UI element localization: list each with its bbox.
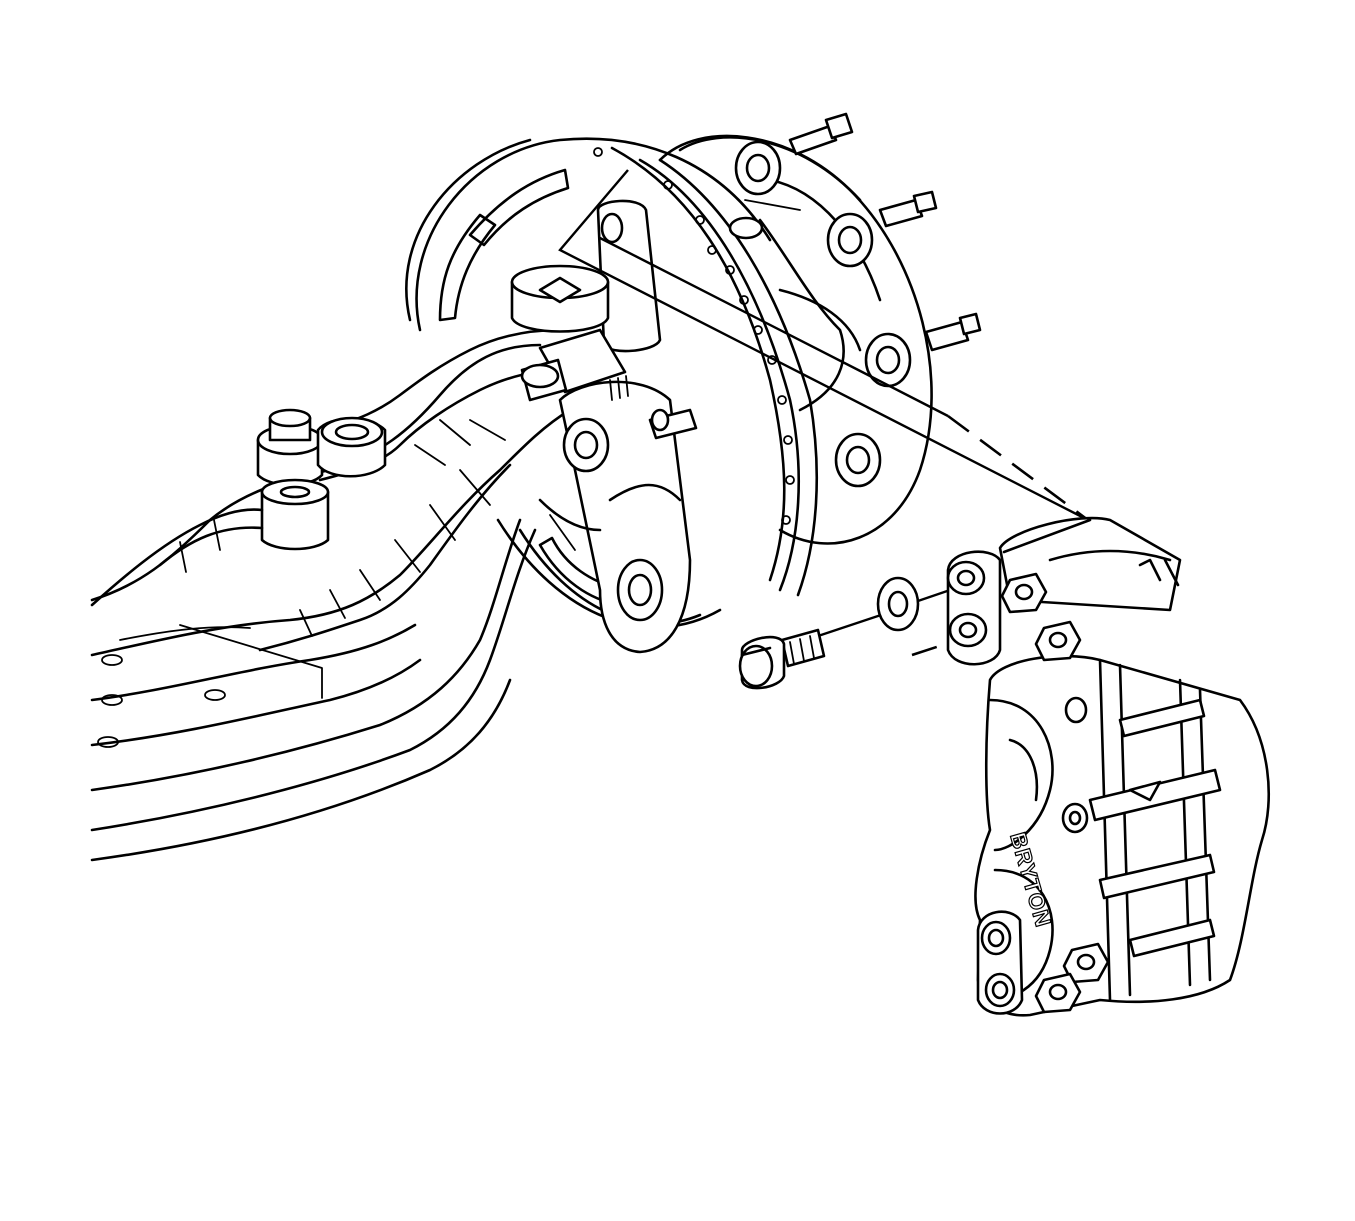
alignment-leader-lines [558, 169, 1089, 657]
front-axle-beam [90, 343, 572, 862]
caliper-bridge-bolts [1000, 572, 1110, 1014]
wheel-studs [788, 112, 982, 352]
washer [876, 576, 920, 632]
hub-stud-pads [728, 140, 912, 488]
tie-rod-end [90, 328, 567, 607]
steering-knuckle [510, 199, 698, 654]
brake-caliper: BRYTON [946, 516, 1270, 1017]
caliper-mounting-bolt [738, 628, 826, 690]
wheel-hub [658, 112, 982, 545]
